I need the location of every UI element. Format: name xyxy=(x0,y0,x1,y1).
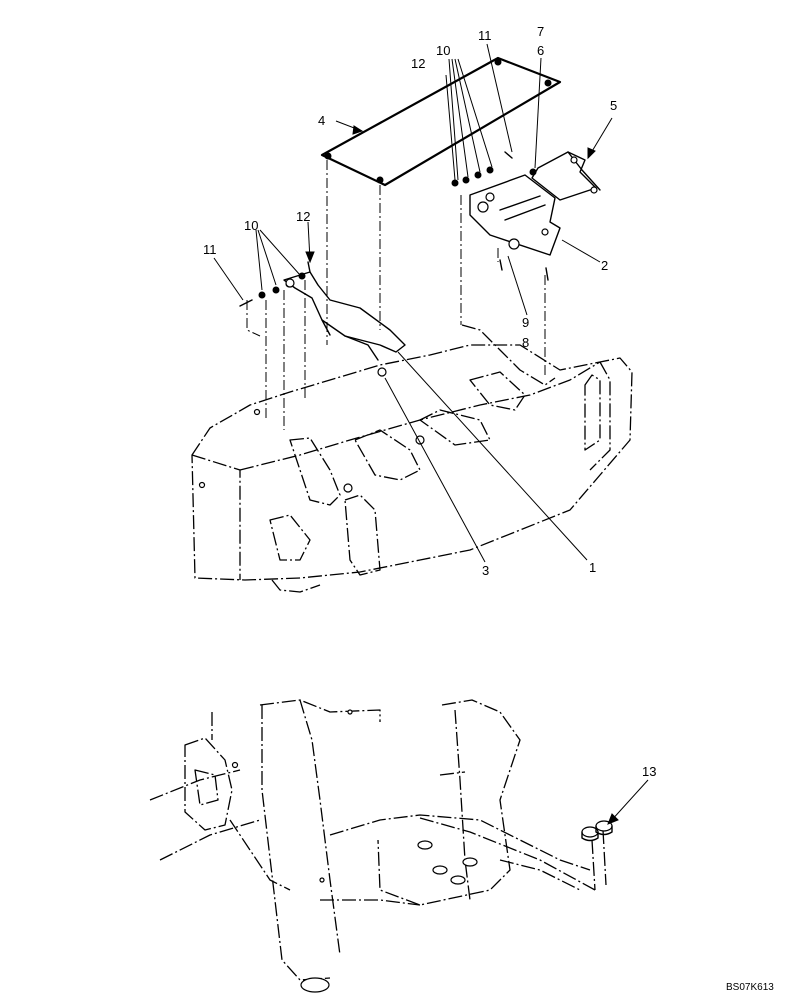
top-right-bracket xyxy=(531,151,601,201)
callout-labels: 1 2 3 4 5 6 7 8 9 10 10 11 11 12 12 13 xyxy=(203,24,656,779)
callout-2: 2 xyxy=(601,258,608,273)
callout-3: 3 xyxy=(482,563,489,578)
callout-12-top: 12 xyxy=(411,56,425,71)
callout-1: 1 xyxy=(589,560,596,575)
alignment-lines xyxy=(246,160,546,430)
left-bracket xyxy=(283,271,406,377)
callout-11-top: 11 xyxy=(478,28,492,43)
callout-6: 6 xyxy=(537,43,544,58)
lower-frame xyxy=(149,699,607,993)
drawing-code: BS07K613 xyxy=(726,982,774,993)
callout-8: 8 xyxy=(522,335,529,350)
callout-11-left: 11 xyxy=(203,242,217,257)
callout-13: 13 xyxy=(642,764,656,779)
callout-10-top: 10 xyxy=(436,43,450,58)
leader-lines xyxy=(213,43,649,825)
callout-12-left: 12 xyxy=(296,209,310,224)
callout-7: 7 xyxy=(537,24,544,39)
callout-10-left: 10 xyxy=(244,218,258,233)
callout-4: 4 xyxy=(318,113,325,128)
loader-frame xyxy=(191,324,633,593)
callout-9: 9 xyxy=(522,315,529,330)
right-bracket xyxy=(469,174,561,256)
cover-plate xyxy=(320,56,562,187)
callout-5: 5 xyxy=(610,98,617,113)
